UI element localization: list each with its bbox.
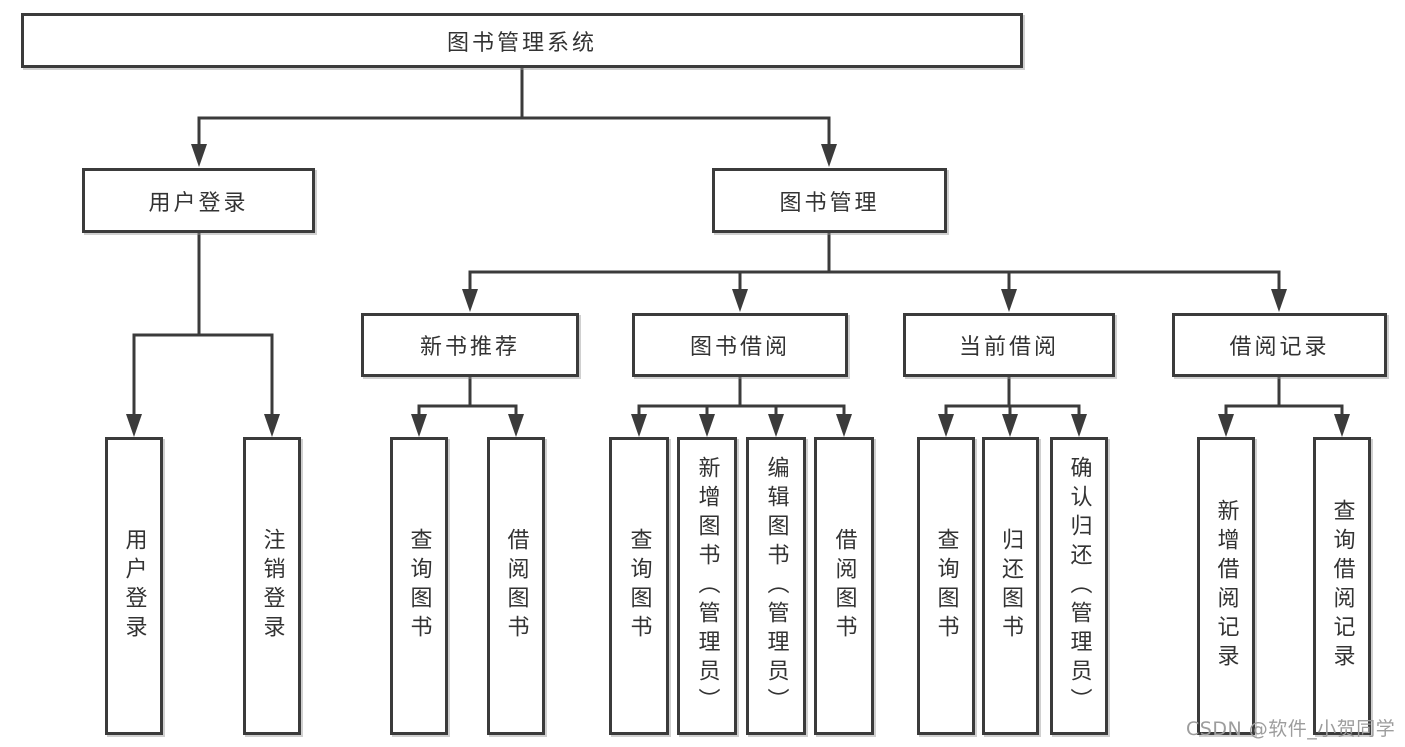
leaf-current-query-books-label: 查询图书: [933, 528, 959, 644]
leaf-borrowing-edit-books-admin-label: 编辑图书（管理员）: [763, 455, 789, 717]
leaf-borrowing-query-books-label: 查询图书: [626, 528, 652, 644]
leaf-recommend-borrow-books-label: 借阅图书: [503, 528, 529, 644]
node-user-login: 用户登录: [82, 168, 315, 233]
leaf-user-login: 用户登录: [105, 437, 163, 735]
leaf-records-query-record-label: 查询借阅记录: [1329, 499, 1355, 673]
connector-recommend-split: [417, 404, 518, 417]
node-book-management-label: 图书管理: [779, 190, 880, 216]
watermark-csdn: CSDN @软件_小贺同学: [1186, 718, 1396, 740]
node-book-borrowing: 图书借阅: [632, 313, 848, 377]
leaf-borrowing-borrow-books-label: 借阅图书: [831, 528, 857, 644]
node-borrowing-records: 借阅记录: [1172, 313, 1387, 377]
node-book-borrowing-label: 图书借阅: [689, 335, 790, 360]
leaf-current-return-books: 归还图书: [982, 437, 1039, 735]
connector-borrowing-split: [637, 404, 846, 417]
leaf-borrowing-edit-books-admin: 编辑图书（管理员）: [746, 437, 806, 735]
node-new-book-recommend: 新书推荐: [361, 313, 579, 377]
arrowheads: [126, 144, 1350, 437]
leaf-logout: 注销登录: [243, 437, 301, 735]
node-current-borrowing: 当前借阅: [903, 313, 1115, 377]
connector-level1: [197, 116, 831, 147]
leaf-borrowing-add-books-admin: 新增图书（管理员）: [677, 437, 737, 735]
leaf-borrowing-query-books: 查询图书: [609, 437, 669, 735]
leaf-current-query-books: 查询图书: [917, 437, 975, 735]
leaf-recommend-query-books-label: 查询图书: [406, 528, 432, 644]
leaf-current-confirm-return-admin: 确认归还（管理员）: [1050, 437, 1108, 735]
node-user-login-label: 用户登录: [148, 190, 249, 216]
leaf-recommend-query-books: 查询图书: [390, 437, 448, 735]
connector-level2: [468, 270, 1281, 290]
leaf-current-return-books-label: 归还图书: [998, 528, 1024, 644]
leaf-records-query-record: 查询借阅记录: [1313, 437, 1371, 735]
leaf-recommend-borrow-books: 借阅图书: [487, 437, 545, 735]
leaf-logout-label: 注销登录: [259, 528, 285, 644]
leaf-records-add-record-label: 新增借阅记录: [1213, 499, 1239, 673]
node-borrowing-records-label: 借阅记录: [1229, 335, 1330, 360]
leaf-borrowing-add-books-admin-label: 新增图书（管理员）: [694, 455, 720, 717]
node-root-label: 图书管理系统: [446, 30, 597, 56]
leaf-records-add-record: 新增借阅记录: [1197, 437, 1255, 735]
leaf-user-login-label: 用户登录: [121, 528, 147, 644]
connector-userlogin-split: [132, 333, 274, 417]
node-book-management: 图书管理: [712, 168, 947, 233]
connector-records-split: [1224, 404, 1344, 417]
leaf-borrowing-borrow-books: 借阅图书: [814, 437, 874, 735]
connector-current-split: [944, 404, 1081, 417]
leaf-current-confirm-return-admin-label: 确认归还（管理员）: [1066, 455, 1092, 717]
node-new-book-recommend-label: 新书推荐: [419, 335, 520, 360]
node-current-borrowing-label: 当前借阅: [958, 335, 1059, 360]
node-root: 图书管理系统: [21, 13, 1023, 68]
